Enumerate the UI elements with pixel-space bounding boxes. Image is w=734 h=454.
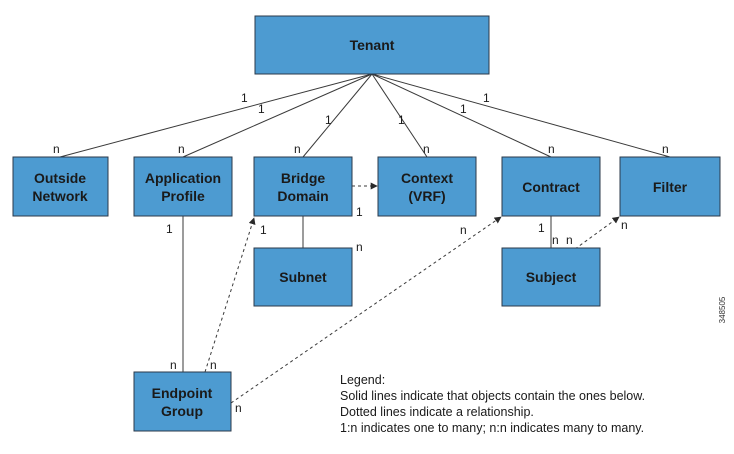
containment-lines bbox=[59, 73, 671, 372]
contract-box bbox=[501, 156, 601, 217]
outside-network-label-line-1: Outside bbox=[34, 170, 86, 186]
subject-node[interactable]: Subject bbox=[501, 247, 601, 307]
endpoint-group-box bbox=[133, 371, 232, 432]
context-node[interactable]: Context (VRF) bbox=[377, 156, 477, 217]
bridge-domain-node[interactable]: Bridge Domain bbox=[253, 156, 353, 217]
cardinality-many-label: n bbox=[566, 233, 573, 247]
subnet-box bbox=[253, 247, 353, 307]
cardinality-one-label: 1 bbox=[460, 102, 467, 116]
cardinality-many-label: n bbox=[621, 218, 628, 232]
filter-label: Filter bbox=[653, 179, 688, 195]
cardinality-one-label: 1 bbox=[260, 223, 267, 237]
figure-id: 348505 bbox=[718, 296, 727, 323]
tenant-to-filter-line bbox=[371, 73, 671, 158]
cardinality-one-label: 1 bbox=[538, 221, 545, 235]
subnet-node[interactable]: Subnet bbox=[253, 247, 353, 307]
filter-box bbox=[619, 156, 721, 217]
contract-node[interactable]: Contract bbox=[501, 156, 601, 217]
cardinality-one-label: 1 bbox=[398, 113, 405, 127]
relationship-lines bbox=[204, 182, 620, 404]
tenant-to-outside-network-line bbox=[59, 73, 373, 158]
cardinality-many-label: n bbox=[294, 142, 301, 156]
cardinality-many-label: n bbox=[552, 233, 559, 247]
cardinality-one-label: 1 bbox=[483, 91, 490, 105]
cardinality-labels: 1 1 1 1 1 1 n n n n n n 1 n 1 1 1 n n n … bbox=[53, 91, 669, 415]
application-profile-label-line-1: Application bbox=[145, 170, 221, 186]
outside-network-box bbox=[12, 156, 109, 217]
tenant-to-contract-line bbox=[371, 73, 552, 158]
outside-network-node[interactable]: Outside Network bbox=[12, 156, 109, 217]
legend: Legend: Solid lines indicate that object… bbox=[340, 373, 645, 435]
filter-node[interactable]: Filter bbox=[619, 156, 721, 217]
subnet-label: Subnet bbox=[279, 269, 327, 285]
cardinality-one-label: 1 bbox=[166, 222, 173, 236]
outside-network-label-line-2: Network bbox=[32, 188, 87, 204]
bridge-domain-box bbox=[253, 156, 353, 217]
cardinality-many-label: n bbox=[662, 142, 669, 156]
cardinality-many-label: n bbox=[170, 358, 177, 372]
cardinality-one-label: 1 bbox=[241, 91, 248, 105]
application-profile-node[interactable]: Application Profile bbox=[133, 156, 233, 217]
cardinality-many-label: n bbox=[356, 240, 363, 254]
cardinality-many-label: n bbox=[460, 223, 467, 237]
legend-line-solid: Solid lines indicate that objects contai… bbox=[340, 389, 645, 403]
cardinality-many-label: n bbox=[423, 142, 430, 156]
cardinality-many-label: n bbox=[210, 358, 217, 372]
contract-label: Contract bbox=[522, 179, 580, 195]
context-label-line-1: Context bbox=[401, 170, 453, 186]
legend-line-cardinality: 1:n indicates one to many; n:n indicates… bbox=[340, 421, 644, 435]
endpoint-group-to-contract-relationship bbox=[230, 216, 502, 404]
tenant-box bbox=[254, 15, 490, 75]
subject-to-filter-relationship bbox=[574, 216, 620, 250]
endpoint-group-node[interactable]: Endpoint Group bbox=[133, 371, 232, 432]
cardinality-many-label: n bbox=[178, 142, 185, 156]
tenant-to-context-line bbox=[371, 73, 428, 158]
tenant-to-bridge-domain-line bbox=[302, 73, 373, 158]
cardinality-many-label: n bbox=[235, 401, 242, 415]
endpoint-group-label-line-2: Group bbox=[161, 403, 203, 419]
application-profile-box bbox=[133, 156, 233, 217]
tenant-label: Tenant bbox=[350, 37, 395, 53]
cardinality-one-label: 1 bbox=[258, 102, 265, 116]
tenant-to-application-profile-line bbox=[182, 73, 373, 158]
legend-line-dotted: Dotted lines indicate a relationship. bbox=[340, 405, 534, 419]
cardinality-one-label: 1 bbox=[325, 113, 332, 127]
bridge-domain-label-line-2: Domain bbox=[277, 188, 328, 204]
subject-label: Subject bbox=[526, 269, 577, 285]
context-label-line-2: (VRF) bbox=[408, 188, 445, 204]
cardinality-one-label: 1 bbox=[356, 205, 363, 219]
context-box bbox=[377, 156, 477, 217]
endpoint-group-label-line-1: Endpoint bbox=[152, 385, 213, 401]
bridge-domain-label-line-1: Bridge bbox=[281, 170, 326, 186]
cardinality-many-label: n bbox=[53, 142, 60, 156]
application-profile-label-line-2: Profile bbox=[161, 188, 205, 204]
endpoint-group-to-bridge-domain-relationship bbox=[204, 217, 256, 373]
cardinality-many-label: n bbox=[548, 142, 555, 156]
legend-title: Legend: bbox=[340, 373, 385, 387]
subject-box bbox=[501, 247, 601, 307]
tenant-node[interactable]: Tenant bbox=[254, 15, 490, 75]
